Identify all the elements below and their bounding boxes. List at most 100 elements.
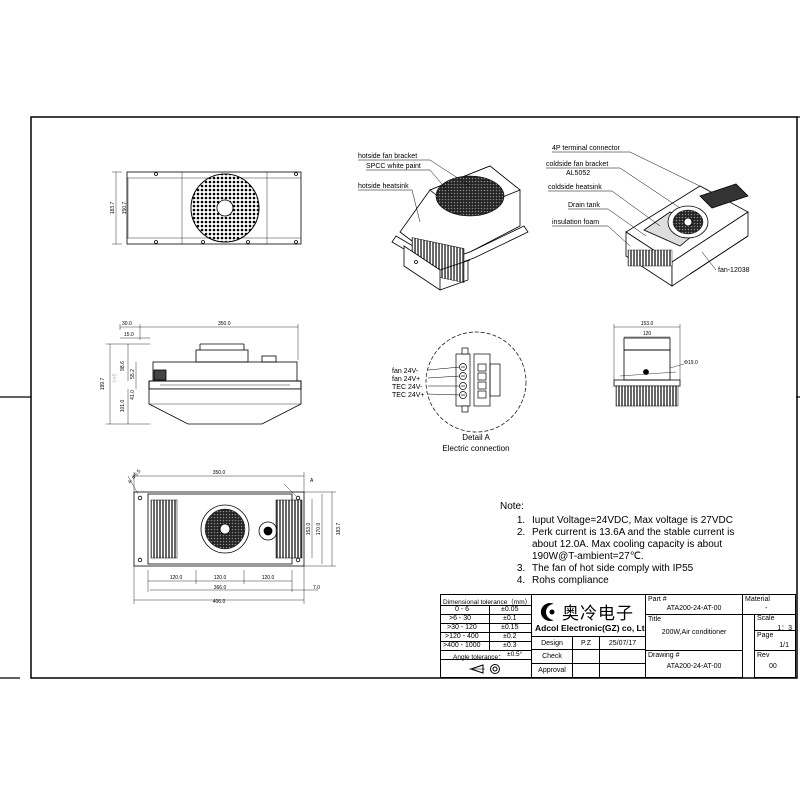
approval-label: Approval — [531, 663, 573, 678]
coldside-heatsink-label: coldside heatsink — [548, 184, 602, 191]
front-dim-flange: 41.0 — [130, 390, 136, 400]
tolerance-range: >120 - 400 — [445, 633, 479, 640]
company-name-en: Adcol Electronic(GZ) co, Ltd — [535, 623, 646, 633]
rev-cell: Rev 00 — [754, 650, 796, 678]
note-item: The fan of hot side comply with IP55 — [528, 563, 740, 575]
designer-name: P.Z — [572, 636, 600, 650]
company-cell: 奥冷电子 Adcol Electronic(GZ) co, Ltd — [531, 594, 646, 637]
scale-cell: Scale 1：3 — [754, 614, 796, 631]
al5052-label: AL5052 — [566, 170, 590, 177]
top-dim-height-outer: 183.7 — [110, 202, 116, 215]
tolerance-row: >120 - 400 ±0.2 — [441, 633, 531, 642]
pin-tec-positive-label: TEC 24V+ — [392, 392, 425, 399]
side-dim-width: 153.0 — [641, 321, 654, 327]
tolerance-row: 0 - 6 ±0.05 — [441, 606, 531, 615]
approval-value-cell — [572, 663, 600, 678]
rev-label: Rev — [757, 652, 770, 659]
company-name-cn: 奥冷电子 — [562, 604, 634, 624]
drain-tank-label: Drain tank — [568, 202, 600, 209]
detail-a — [425, 331, 527, 433]
pin-tec-negative-label: TEC 24V- — [392, 384, 423, 391]
material-label: Material — [745, 596, 770, 603]
tolerance-value: ±0.05 — [501, 606, 519, 613]
tolerance-row: >6 - 30 ±0.1 — [441, 615, 531, 624]
iso-view-left — [391, 165, 529, 291]
check-value-cell — [572, 649, 600, 664]
sheet-frame — [0, 116, 800, 679]
notes-list: Iuput Voltage=24VDC, Max voltage is 27VD… — [500, 515, 740, 587]
note-item: Perk current is 13.6A and the stable cur… — [528, 527, 740, 563]
side-dim-hole: Φ19.0 — [684, 360, 698, 366]
part-number: ATA200-24-AT-00 — [666, 605, 722, 612]
projection-symbol-icon — [469, 664, 500, 674]
bottom-dim-seg2: 120.0 — [214, 575, 227, 581]
design-date: 25/07/17 — [599, 636, 646, 650]
tolerance-value: ±0.1 — [503, 615, 517, 622]
check-date-cell — [599, 649, 646, 664]
rev-value: 00 — [769, 663, 777, 670]
material-cell: Material - — [742, 594, 796, 615]
angle-tolerance-value: ±0.5° — [507, 651, 523, 658]
hotside-fan-bracket-label: hotside fan bracket — [358, 153, 417, 160]
notes-title: Note: — [500, 501, 524, 512]
drawing-label: Drawing # — [648, 652, 680, 659]
bottom-dim-mid-width: 366.0 — [214, 585, 227, 591]
note-item: Rohs compliance — [528, 575, 740, 587]
bottom-dim-seg3: 120.0 — [262, 575, 275, 581]
company-logo-icon — [540, 603, 555, 621]
tolerance-value: ±0.3 — [503, 642, 517, 649]
check-label: Check — [531, 649, 573, 664]
tolerance-value: ±0.2 — [503, 633, 517, 640]
side-dim-inner: 120 — [643, 331, 652, 337]
tolerance-header: Dimensional tolerance（mm） — [443, 599, 532, 606]
title-block: Dimensional tolerance（mm） 0 - 6 ±0.05 >6… — [440, 594, 796, 678]
bottom-dim-hole: 4- Φ5.5 — [127, 468, 143, 485]
front-dim-left-offset: 30.0 — [122, 321, 132, 327]
part-label: Part # — [648, 596, 667, 603]
front-ghost-text: (ref) — [112, 373, 118, 383]
iso-left-leaders — [358, 159, 471, 223]
title-value: 200W,Air conditioner — [661, 629, 727, 636]
pin-fan-negative-label: fan 24V- — [392, 368, 419, 375]
spcc-white-paint-label: SPCC white paint — [366, 163, 421, 170]
note-item: Iuput Voltage=24VDC, Max voltage is 27VD… — [528, 515, 740, 527]
page-label: Page — [757, 632, 774, 639]
material-value: - — [765, 605, 768, 612]
side-view — [613, 324, 685, 407]
tolerance-table: Dimensional tolerance（mm） 0 - 6 ±0.05 >6… — [440, 594, 532, 678]
top-view — [112, 171, 302, 245]
bottom-view — [127, 472, 336, 604]
notes-block: Note: Iuput Voltage=24VDC, Max voltage i… — [500, 501, 740, 587]
bottom-dim-h3: 183.7 — [336, 523, 342, 536]
front-view — [106, 324, 302, 425]
tolerance-row: >30 - 120 ±0.15 — [441, 624, 531, 633]
bottom-dim-seg1: 120.0 — [170, 575, 183, 581]
bottom-dim-top-width: 350.0 — [213, 470, 226, 476]
page-cell: Page 1/1 — [754, 630, 796, 651]
tolerance-range: 0 - 6 — [455, 606, 470, 613]
part-cell: Part # ATA200-24-AT-00 — [645, 594, 743, 615]
angle-tolerance-label: Angle tolerance： — [453, 654, 505, 661]
drawing-number: ATA200-24-AT-00 — [666, 663, 722, 670]
hotside-heatsink-label: hotside heatsink — [358, 183, 409, 190]
front-dim-width: 350.0 — [218, 321, 231, 327]
front-dim-total-height: 199.7 — [100, 378, 106, 391]
front-dim-small: 15.0 — [124, 332, 134, 338]
tolerance-value: ±0.15 — [501, 624, 519, 631]
bottom-dim-h1: 153.0 — [306, 523, 312, 536]
bottom-dim-total-width: 406.0 — [213, 599, 226, 605]
scale-label: Scale — [757, 615, 775, 622]
top-dim-height-inner: 150.7 — [122, 202, 128, 215]
design-label: Design — [531, 636, 573, 650]
bottom-dim-edge: 7.0 — [313, 585, 320, 591]
tolerance-range: >30 - 120 — [447, 624, 477, 631]
bottom-mark-a: A — [310, 478, 314, 484]
front-dim-upper-height: 98.6 — [120, 361, 126, 371]
title-label: Title — [648, 616, 661, 623]
coldside-fan-bracket-label: coldside fan bracket — [546, 161, 608, 168]
title-cell: Title 200W,Air conditioner — [645, 614, 743, 651]
scale-value: 1：3 — [777, 625, 792, 631]
tolerance-row: >400 - 1000 ±0.3 — [441, 642, 531, 651]
fan-12038-label: fan-12038 — [718, 267, 750, 274]
